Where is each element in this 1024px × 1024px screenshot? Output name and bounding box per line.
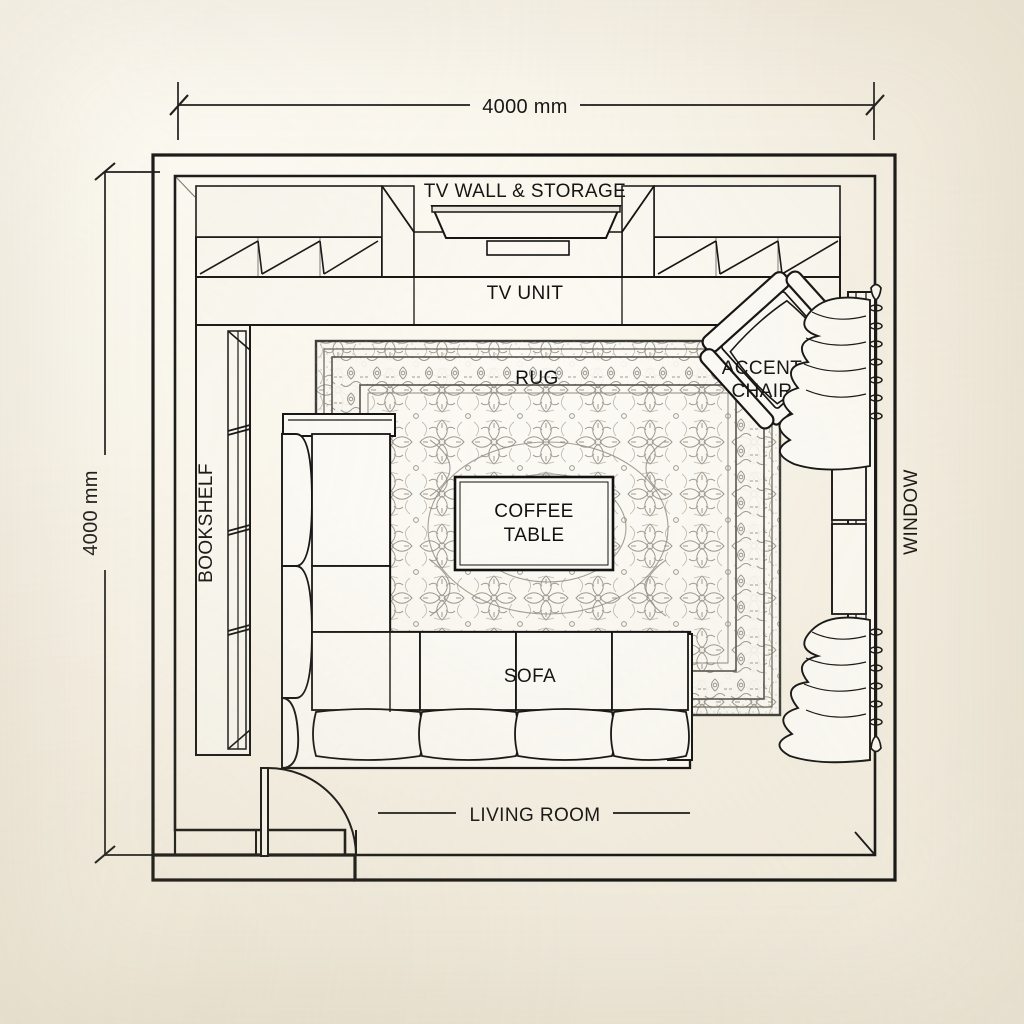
- tv-wall-label: TV WALL & STORAGE: [424, 181, 626, 202]
- accent-chair-label-2: CHAIR: [731, 381, 792, 402]
- coffee-table-label-1: COFFEE: [494, 501, 573, 522]
- room-walls: [151, 153, 897, 882]
- bookshelf[interactable]: [195, 324, 251, 756]
- tv-unit-label: TV UNIT: [487, 283, 564, 304]
- dimension-left-label: 4000 mm: [80, 470, 102, 555]
- dimension-top-label: 4000 mm: [482, 96, 567, 118]
- tv-wall-storage[interactable]: [195, 185, 841, 278]
- cabinet-door-swings-left: [195, 237, 379, 277]
- sofa-label: SOFA: [504, 666, 556, 687]
- coffee-table[interactable]: [453, 475, 615, 572]
- bookshelf-label: BOOKSHELF: [196, 463, 217, 583]
- coffee-table-label-2: TABLE: [504, 525, 565, 546]
- tv-screen[interactable]: [430, 205, 622, 256]
- window-label: WINDOW: [901, 469, 922, 555]
- accent-chair-label-1: ACCENT: [722, 358, 803, 379]
- dimension-left: [94, 162, 160, 864]
- dimension-top: [169, 82, 885, 140]
- curtain-panel-bottom[interactable]: [778, 616, 871, 764]
- door[interactable]: [255, 767, 357, 857]
- rug-label: RUG: [515, 368, 558, 389]
- curtain-panel-top[interactable]: [778, 296, 871, 471]
- sofa[interactable]: [281, 413, 693, 770]
- cabinet-door-swings-right: [657, 237, 839, 277]
- living-room-label: LIVING ROOM: [469, 805, 600, 826]
